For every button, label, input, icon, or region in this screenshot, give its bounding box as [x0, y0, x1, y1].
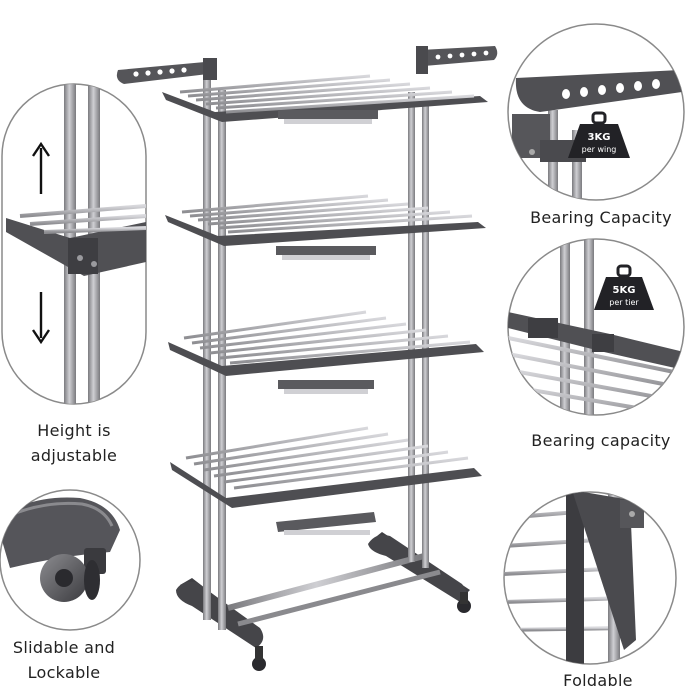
- rack-poles: [203, 80, 429, 630]
- height-caption-line2: adjustable: [30, 446, 118, 465]
- wheel-detail-lens: [0, 489, 141, 631]
- fold-caption: Foldable: [548, 668, 648, 693]
- rack-wing-left: [116, 58, 217, 84]
- tier-caption-text: Bearing capacity: [531, 431, 671, 450]
- rack-tier-1: [162, 74, 488, 124]
- wing-weight-unit: per wing: [582, 145, 617, 154]
- wing-caption-text: Bearing Capacity: [530, 208, 672, 227]
- arrow-up-icon: [32, 141, 50, 194]
- wing-caption: Bearing Capacity: [516, 205, 686, 230]
- wing-detail-lens: 3KG per wing: [507, 23, 685, 201]
- height-caption: Height is adjustable: [0, 418, 148, 468]
- drying-rack: [116, 46, 498, 671]
- tier-weight-unit: per tier: [609, 298, 639, 307]
- height-detail-lens: [1, 83, 147, 405]
- height-caption-line1: Height is: [37, 421, 111, 440]
- fold-caption-text: Foldable: [563, 671, 633, 690]
- wheel-caption-line1: Slidable and: [12, 638, 116, 657]
- wheel-caption-line2: Lockable: [27, 663, 101, 682]
- rack-wing-right: [416, 46, 498, 74]
- wing-weight-value: 3KG: [588, 132, 611, 143]
- rack-tier-2: [165, 194, 486, 260]
- rack-tier-4: [170, 426, 482, 535]
- rack-tier-3: [168, 310, 484, 394]
- fold-detail-lens: [503, 491, 677, 665]
- weight-icon: 5KG per tier: [594, 264, 654, 310]
- tier-caption: Bearing capacity: [516, 428, 686, 453]
- tier-weight-value: 5KG: [613, 285, 636, 296]
- arrow-down-icon: [32, 292, 50, 345]
- weight-icon: 3KG per wing: [568, 111, 630, 158]
- wheel-caption: Slidable and Lockable: [0, 635, 128, 685]
- tier-detail-lens: 5KG per tier: [507, 238, 685, 416]
